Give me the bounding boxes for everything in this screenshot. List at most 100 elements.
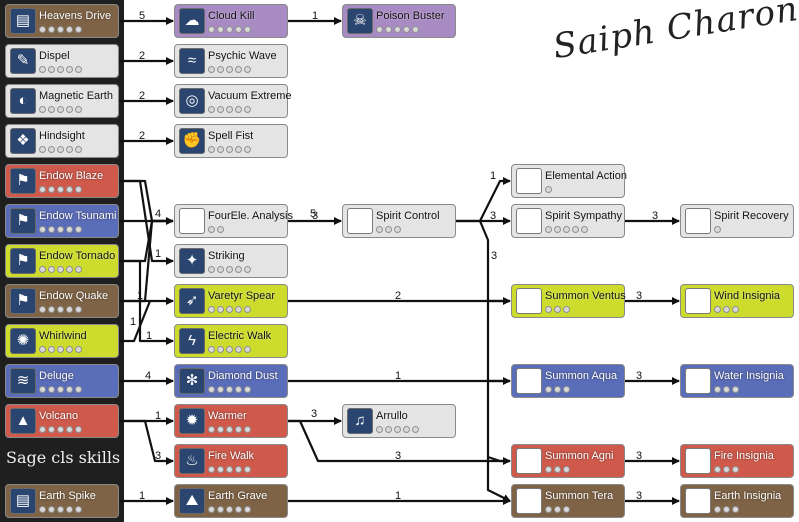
skill-endow-blaze[interactable]: ⚑Endow Blaze bbox=[5, 164, 119, 198]
skill-level-dots bbox=[714, 226, 723, 233]
skill-summon-ventus[interactable]: Summon Ventus bbox=[511, 284, 626, 318]
volcano-icon-glyph: ▲ bbox=[15, 412, 31, 429]
skill-poison-buster[interactable]: ☠Poison Buster bbox=[342, 4, 456, 38]
level-dot bbox=[563, 506, 570, 513]
level-dot bbox=[217, 386, 224, 393]
level-dot bbox=[563, 386, 570, 393]
skill-summon-agni[interactable]: Summon Agni bbox=[511, 444, 625, 478]
level-dot bbox=[39, 186, 46, 193]
level-dot bbox=[66, 266, 73, 273]
level-dot bbox=[235, 146, 242, 153]
skill-earth-spike[interactable]: ▤ Earth Spike bbox=[5, 484, 119, 518]
skill-vacuum-extreme[interactable]: ◎Vacuum Extreme bbox=[174, 84, 292, 118]
skill-level-dots bbox=[545, 226, 590, 233]
skill-level-dots bbox=[208, 466, 253, 473]
level-dot bbox=[208, 226, 215, 233]
skill-whirlwind[interactable]: ✺Whirlwind bbox=[5, 324, 119, 358]
striking-icon-glyph: ✦ bbox=[185, 252, 199, 269]
skill-diamond-dust[interactable]: ✻Diamond Dust bbox=[174, 364, 288, 398]
vortex-icon: ◎ bbox=[179, 88, 205, 114]
prereq-arrow bbox=[119, 419, 174, 465]
skill-level-dots bbox=[714, 506, 741, 513]
skill-spirit-recovery[interactable]: Spirit Recovery bbox=[680, 204, 794, 238]
skill-heavens-drive[interactable]: ▤Heavens Drive bbox=[5, 4, 119, 38]
requirement-level: 1 bbox=[395, 490, 402, 502]
skill-wind-insignia[interactable]: Wind Insignia bbox=[680, 284, 794, 318]
endow-icon-glyph: ⚑ bbox=[16, 292, 30, 309]
level-dot bbox=[66, 346, 73, 353]
skill-volcano[interactable]: ▲ Volcano bbox=[5, 404, 119, 438]
level-dot bbox=[217, 266, 224, 273]
level-dot bbox=[208, 66, 215, 73]
skill-endow-tornado[interactable]: ⚑Endow Tornado bbox=[5, 244, 119, 278]
skill-label: Water Insignia bbox=[714, 370, 784, 382]
skill-hindsight[interactable]: ❖Hindsight bbox=[5, 124, 119, 158]
level-dot bbox=[66, 146, 73, 153]
earth-icon-glyph: ▤ bbox=[15, 492, 31, 509]
skill-varetyr-spear[interactable]: ➶Varetyr Spear bbox=[174, 284, 288, 318]
skill-endow-quake[interactable]: ⚑Endow Quake bbox=[5, 284, 119, 318]
level-dot bbox=[244, 306, 251, 313]
skill-arrullo[interactable]: ♫Arrullo bbox=[342, 404, 456, 438]
level-dot bbox=[208, 506, 215, 513]
level-dot bbox=[57, 266, 64, 273]
level-dot bbox=[217, 506, 224, 513]
skill-label: Volcano bbox=[39, 410, 79, 422]
skill-striking[interactable]: ✦ Striking bbox=[174, 244, 288, 278]
skill-level-dots bbox=[545, 186, 554, 193]
level-dot bbox=[39, 346, 46, 353]
empty-skill-icon bbox=[685, 368, 711, 394]
level-dot bbox=[563, 466, 570, 473]
striking-icon: ✦ bbox=[179, 248, 205, 274]
level-dot bbox=[208, 146, 215, 153]
level-dot bbox=[376, 426, 383, 433]
fist-icon: ✊ bbox=[179, 128, 205, 154]
level-dot bbox=[39, 306, 46, 313]
skill-cloud-kill[interactable]: ☁Cloud Kill bbox=[174, 4, 288, 38]
level-dot bbox=[66, 386, 73, 393]
prereq-arrow bbox=[288, 419, 511, 465]
ice-icon-glyph: ✻ bbox=[185, 372, 199, 389]
level-dot bbox=[226, 106, 233, 113]
skill-warmer[interactable]: ✹Warmer bbox=[174, 404, 288, 438]
skill-summon-aqua[interactable]: Summon Aqua bbox=[511, 364, 625, 398]
level-dot bbox=[226, 506, 233, 513]
level-dot bbox=[39, 66, 46, 73]
level-dot bbox=[208, 426, 215, 433]
skill-elemental-action[interactable]: Elemental Action bbox=[511, 164, 627, 198]
skill-magnetic-earth[interactable]: ◐Magnetic Earth bbox=[5, 84, 119, 118]
skill-fourele-analysis[interactable]: FourEle. Analysis bbox=[174, 204, 293, 238]
skill-spell-fist[interactable]: ✊Spell Fist bbox=[174, 124, 288, 158]
fire-icon-glyph: ♨ bbox=[185, 452, 199, 469]
level-dot bbox=[57, 26, 64, 33]
skill-deluge[interactable]: ≋Deluge bbox=[5, 364, 119, 398]
skill-spirit-control[interactable]: Spirit Control bbox=[342, 204, 456, 238]
skill-earth-insignia[interactable]: Earth Insignia bbox=[680, 484, 794, 518]
skill-earth-grave[interactable]: ⛰Earth Grave bbox=[174, 484, 288, 518]
empty-skill-icon bbox=[516, 288, 542, 314]
requirement-level: 1 bbox=[139, 490, 146, 502]
skill-label: Endow Blaze bbox=[39, 170, 104, 182]
skill-summon-tera[interactable]: Summon Tera bbox=[511, 484, 625, 518]
skill-endow-tsunami[interactable]: ⚑Endow Tsunami bbox=[5, 204, 119, 238]
level-dot bbox=[57, 186, 64, 193]
level-dot bbox=[39, 266, 46, 273]
skill-label: Striking bbox=[208, 250, 245, 262]
requirement-level: 3 bbox=[490, 210, 497, 222]
level-dot bbox=[385, 226, 392, 233]
skill-label: Summon Ventus bbox=[545, 290, 626, 302]
level-dot bbox=[226, 306, 233, 313]
skill-level-dots bbox=[714, 386, 741, 393]
skill-water-insignia[interactable]: Water Insignia bbox=[680, 364, 794, 398]
level-dot bbox=[66, 106, 73, 113]
skill-psychic-wave[interactable]: ≈Psychic Wave bbox=[174, 44, 288, 78]
skill-fire-insignia[interactable]: Fire Insignia bbox=[680, 444, 794, 478]
skill-dispel[interactable]: ✎Dispel bbox=[5, 44, 119, 78]
cloud-icon: ☁ bbox=[179, 8, 205, 34]
skill-spirit-sympathy[interactable]: Spirit Sympathy bbox=[511, 204, 625, 238]
skill-label: Earth Spike bbox=[39, 490, 96, 502]
spear-icon-glyph: ➶ bbox=[185, 292, 199, 309]
skill-fire-walk[interactable]: ♨Fire Walk bbox=[174, 444, 288, 478]
level-dot bbox=[545, 226, 552, 233]
